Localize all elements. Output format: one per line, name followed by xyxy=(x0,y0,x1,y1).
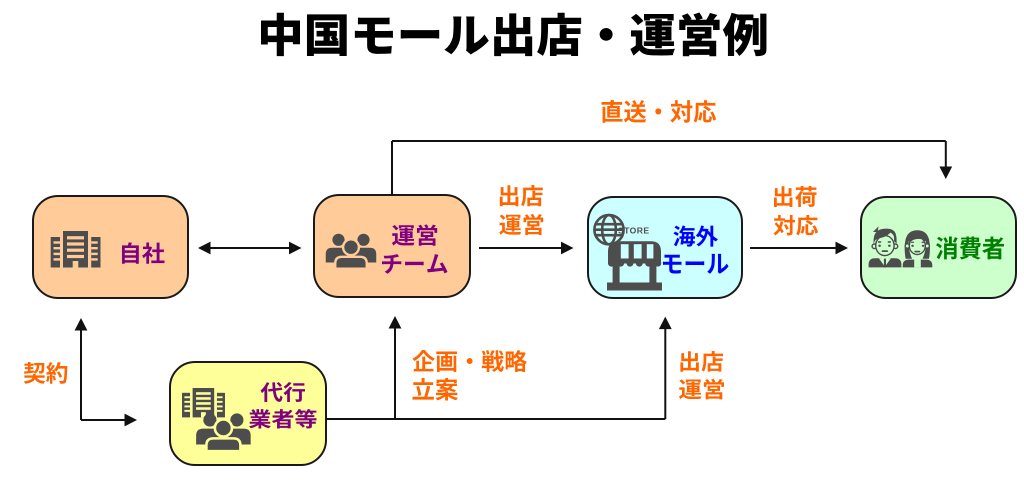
svg-text:STORE: STORE xyxy=(618,226,649,236)
